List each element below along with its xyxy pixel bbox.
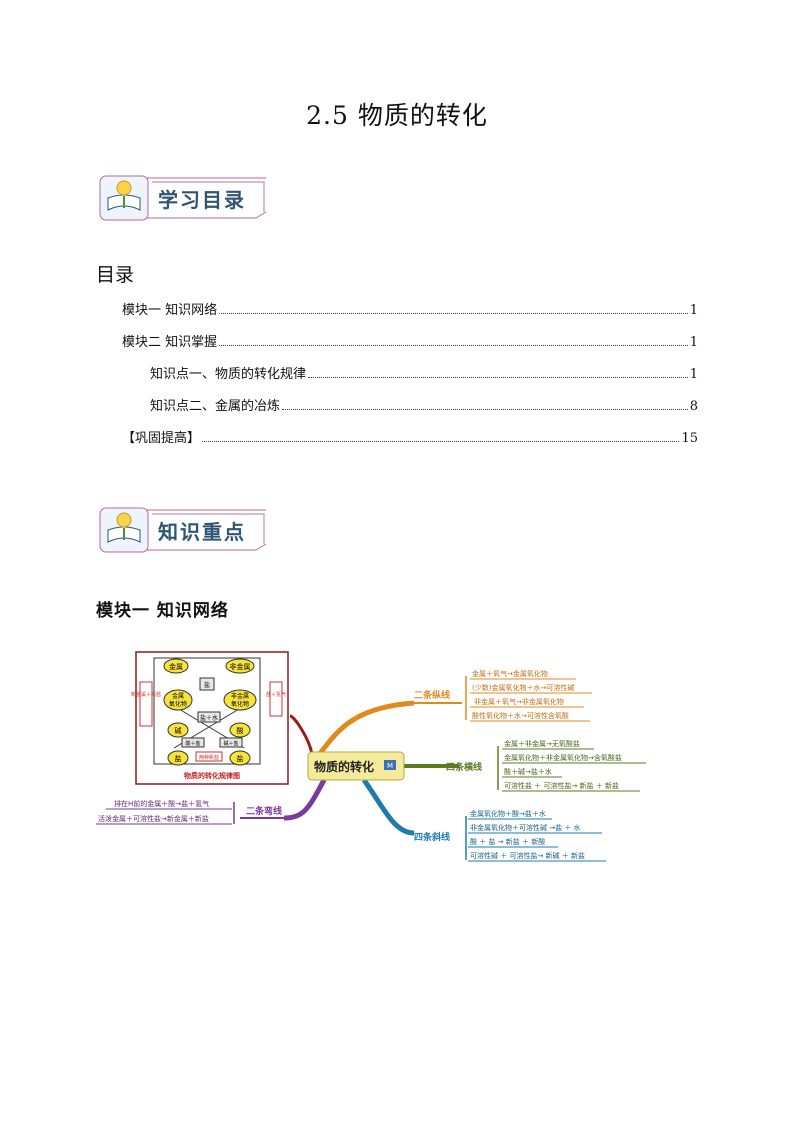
toc-entry-page: 1: [689, 303, 698, 318]
toc-entry-label: 知识点二、金属的冶炼: [150, 399, 281, 414]
diagram-acid: 酸: [237, 726, 244, 735]
conversion-diagram: 金属 非金属 金属 氧化物 非金属 氧化物 盐 盐＋水 碱 酸 酸＋盐 碱＋盐 …: [131, 651, 289, 785]
branch-item: 金属氧化物＋非金属氧化物→含氧酸盐: [504, 753, 622, 762]
mind-map: 金属 非金属 金属 氧化物 非金属 氧化物 盐 盐＋水 碱 酸 酸＋盐 碱＋盐 …: [96, 651, 646, 862]
diagram-salt-center: 盐: [204, 681, 210, 689]
branch-item: 金属＋非金属→无氧酸盐: [504, 739, 580, 748]
toc-entry[interactable]: 模块一 知识网络 1: [122, 298, 698, 318]
branch-item: 酸性氧化物＋水→可溶性含氧酸: [472, 711, 569, 720]
diagram-salt-left: 盐: [175, 754, 182, 763]
branch-item: 金属＋氧气→金属氧化物: [472, 669, 548, 678]
toc-entry-page: 15: [681, 431, 698, 446]
toc-entry-page: 8: [689, 399, 698, 414]
diagram-acid-salt: 酸＋盐: [185, 740, 200, 747]
diagram-caption: 物质的转化规律图: [184, 771, 240, 780]
branch-horizontal: 四条横线 金属＋非金属→无氧酸盐 金属氧化物＋非金属氧化物→含氧酸盐 酸＋碱→盐…: [446, 739, 646, 792]
diagram-left-side: 新金属＋新盐: [131, 691, 161, 698]
module-one-title: 模块一 知识网络: [96, 601, 229, 621]
toc-entry-page: 1: [689, 335, 698, 350]
branch-item: 可溶性盐 ＋ 可溶性盐→ 新盐 ＋ 新盐: [504, 781, 619, 790]
diagram-base-salt: 碱＋盐: [223, 740, 238, 747]
diagram-two-salts: 两种新盐: [199, 754, 219, 761]
branch-label: 二条弯线: [246, 805, 282, 817]
diagram-salt-right: 盐: [237, 754, 244, 763]
diagram-right-side: 盐＋氢气: [266, 691, 286, 698]
branch-connector: [283, 778, 327, 821]
document-title: 2.5 物质的转化: [306, 101, 488, 130]
toc-entry-page: 1: [689, 367, 698, 382]
toc-entry[interactable]: 知识点二、金属的冶炼 8: [150, 394, 698, 414]
key-knowledge-banner: 知识重点: [96, 504, 272, 556]
branch-curved: 二条弯线 排在H前的金属＋酸→盐＋氢气 活泼金属＋可溶性盐→新金属＋新盐: [96, 799, 286, 825]
center-node: 物质的转化 M: [307, 751, 405, 781]
diagram-nonmetal-oxide: 非金属: [231, 692, 249, 700]
branch-label: 四条横线: [446, 761, 482, 773]
banner-title: 知识重点: [158, 520, 246, 544]
diagram-salt-water: 盐＋水: [200, 714, 218, 722]
diagram-nonmetal: 非金属: [230, 662, 251, 671]
branch-connector: [361, 778, 415, 836]
branch-item: 活泼金属＋可溶性盐→新金属＋新盐: [98, 814, 209, 823]
toc-entry-label: 知识点一、物质的转化规律: [150, 367, 307, 382]
banner-frame: [99, 175, 267, 221]
toc-entry-label: 【巩固提高】: [122, 431, 201, 446]
diagram-nonmetal-oxide-2: 氧化物: [231, 700, 249, 708]
toc-heading: 目录: [96, 264, 135, 286]
diagram-metal: 金属: [169, 662, 183, 671]
toc-entry[interactable]: 知识点一、物质的转化规律 1: [150, 362, 698, 382]
banner-title: 学习目录: [158, 188, 246, 212]
toc-entry[interactable]: 【巩固提高】 15: [122, 426, 698, 446]
branch-item: 可溶性碱 ＋ 可溶性盐→ 新碱 ＋ 新盐: [470, 851, 585, 860]
center-label: 物质的转化: [314, 759, 374, 774]
center-badge: M: [387, 762, 393, 770]
branch-item: 酸＋碱→盐＋水: [504, 767, 552, 776]
branch-diagonal: 四条斜线 金属氧化物＋酸→盐＋水 非金属氧化物＋可溶性碱 →盐 ＋ 水 酸 ＋ …: [414, 809, 606, 862]
toc-entry-label: 模块一 知识网络: [122, 303, 218, 318]
branch-item: 排在H前的金属＋酸→盐＋氢气: [114, 799, 209, 808]
branch-item: 酸 ＋ 盐 → 新盐 ＋ 新酸: [470, 837, 545, 846]
branch-item: 金属氧化物＋酸→盐＋水: [470, 809, 546, 818]
branch-vertical: 二条纵线 金属＋氧气→金属氧化物 (少数)金属氧化物＋水→可溶性碱 非金属＋氧气…: [414, 669, 592, 722]
diagram-metal-oxide-2: 氧化物: [169, 700, 187, 708]
branch-connector: [289, 714, 314, 755]
study-catalog-banner: 学习目录: [96, 172, 272, 224]
branch-label: 四条斜线: [414, 831, 450, 843]
branch-item: 非金属＋氧气→非金属氧化物: [474, 697, 564, 706]
diagram-metal-oxide: 金属: [172, 692, 184, 700]
branch-label: 二条纵线: [414, 689, 450, 701]
branch-item: (少数)金属氧化物＋水→可溶性碱: [472, 683, 574, 692]
diagram-base: 碱: [175, 727, 182, 735]
branch-item: 非金属氧化物＋可溶性碱 →盐 ＋ 水: [470, 823, 581, 832]
banner-frame: [99, 507, 267, 553]
toc-entry-label: 模块二 知识掌握: [122, 335, 218, 350]
toc-entry[interactable]: 模块二 知识掌握 1: [122, 330, 698, 350]
